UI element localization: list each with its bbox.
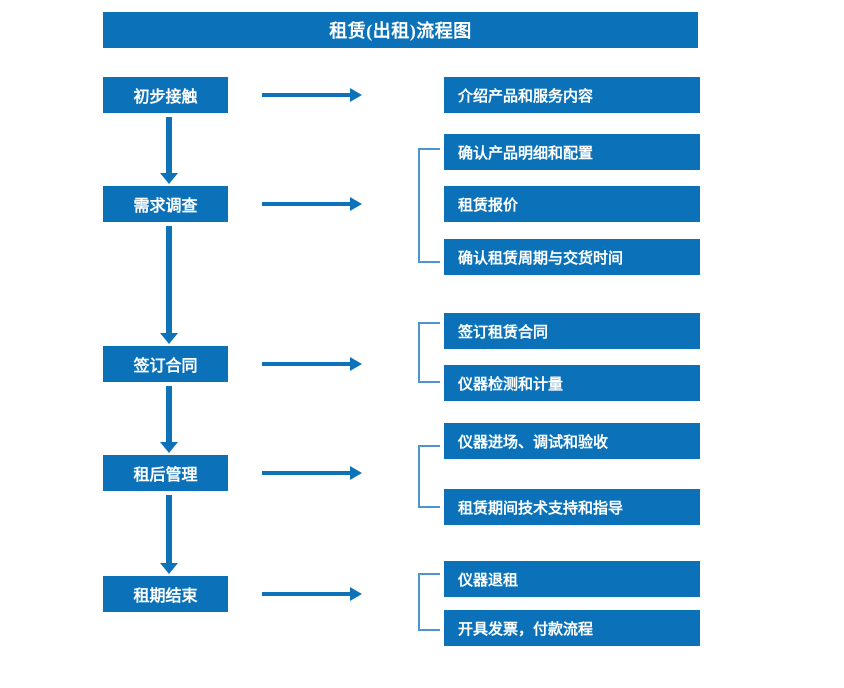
- stage-box-post-rental-management[interactable]: 租后管理: [103, 455, 228, 491]
- group-bracket-post-rental-management: [418, 445, 440, 508]
- detail-box-instrument-inspection-metering[interactable]: 仪器检测和计量: [444, 365, 700, 401]
- arrow-shaft: [262, 362, 352, 366]
- arrow-shaft: [262, 592, 352, 596]
- detail-box-confirm-product-details-config[interactable]: 确认产品明细和配置: [444, 134, 700, 170]
- arrow-shaft: [166, 226, 172, 333]
- arrow-head-icon: [160, 563, 178, 574]
- arrow-head-icon: [160, 442, 178, 453]
- arrow-head-icon: [350, 88, 362, 102]
- stage-box-initial-contact[interactable]: 初步接触: [103, 77, 228, 113]
- arrow-shaft: [262, 202, 352, 206]
- stage-box-rental-end[interactable]: 租期结束: [103, 576, 228, 612]
- vertical-arrow-needs-survey-to-sign-contract: [160, 226, 178, 345]
- arrow-head-icon: [350, 357, 362, 371]
- stage-box-sign-contract[interactable]: 签订合同: [103, 346, 228, 382]
- vertical-arrow-sign-contract-to-post-rental: [160, 386, 178, 454]
- group-bracket-needs-survey: [418, 148, 440, 263]
- horizontal-arrow-initial-contact: [262, 88, 362, 102]
- detail-box-rental-quotation[interactable]: 租赁报价: [444, 186, 700, 222]
- chart-title-bar: 租赁(出租)流程图: [103, 12, 698, 48]
- vertical-arrow-initial-contact-to-needs-survey: [160, 117, 178, 185]
- arrow-head-icon: [350, 466, 362, 480]
- arrow-shaft: [166, 386, 172, 442]
- arrow-head-icon: [160, 333, 178, 344]
- detail-box-instrument-entry-debug-acceptance[interactable]: 仪器进场、调试和验收: [444, 423, 700, 459]
- group-bracket-sign-contract: [418, 322, 440, 383]
- horizontal-arrow-needs-survey: [262, 197, 362, 211]
- arrow-head-icon: [160, 173, 178, 184]
- arrow-shaft: [262, 93, 352, 97]
- detail-box-instrument-return[interactable]: 仪器退租: [444, 561, 700, 597]
- arrow-shaft: [166, 117, 172, 173]
- arrow-shaft: [262, 471, 352, 475]
- detail-box-sign-rental-contract[interactable]: 签订租赁合同: [444, 313, 700, 349]
- vertical-arrow-post-rental-to-rental-end: [160, 495, 178, 575]
- arrow-shaft: [166, 495, 172, 563]
- arrow-head-icon: [350, 197, 362, 211]
- detail-box-technical-support-during-rental[interactable]: 租赁期间技术支持和指导: [444, 489, 700, 525]
- detail-box-invoice-payment-process[interactable]: 开具发票，付款流程: [444, 610, 700, 646]
- stage-box-needs-survey[interactable]: 需求调查: [103, 186, 228, 222]
- horizontal-arrow-post-rental-management: [262, 466, 362, 480]
- horizontal-arrow-sign-contract: [262, 357, 362, 371]
- detail-box-introduce-products-services[interactable]: 介绍产品和服务内容: [444, 77, 700, 113]
- arrow-head-icon: [350, 587, 362, 601]
- group-bracket-rental-end: [418, 573, 440, 631]
- horizontal-arrow-rental-end: [262, 587, 362, 601]
- detail-box-confirm-rental-period-delivery[interactable]: 确认租赁周期与交货时间: [444, 239, 700, 275]
